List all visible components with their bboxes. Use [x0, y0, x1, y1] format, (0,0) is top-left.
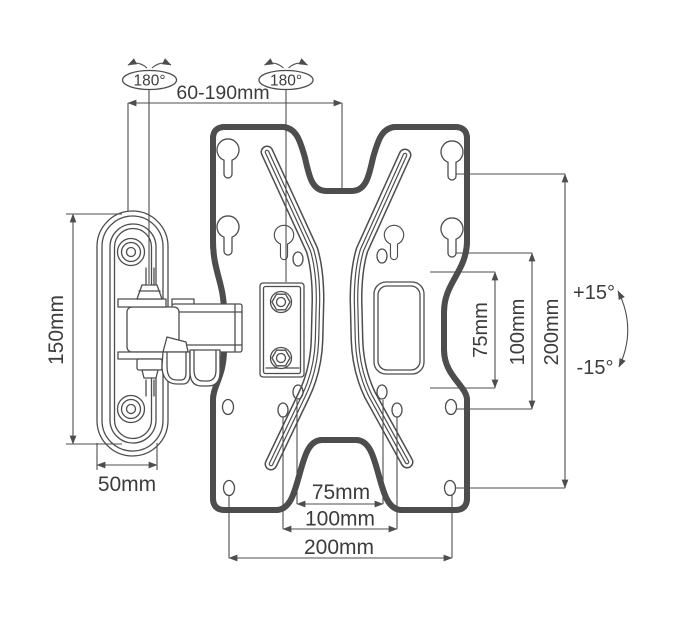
dimension-layer: 180° 180° 60-190mm 150mm [45, 58, 629, 562]
swivel-left-label: 180° [133, 73, 165, 90]
tilt-arc-arrow [617, 290, 629, 368]
vesa-horizontal-200-label: 200mm [304, 536, 374, 559]
rotate-arrow-icon [151, 58, 172, 69]
dimension-vesa-horizontal-100: 100mm [282, 417, 398, 533]
dimension-vesa-horizontal-200: 200mm [228, 495, 453, 562]
dimension-vesa-vertical-200: 200mm [455, 173, 569, 489]
mounting-holes [221, 248, 458, 497]
dimension-wall-plate-width: 50mm [96, 443, 158, 496]
wall-plate-width-label: 50mm [98, 473, 156, 496]
rotate-arrow-icon [288, 58, 308, 69]
stiffening-rib-left [260, 145, 325, 471]
center-cutout [373, 281, 425, 375]
hinge-pin-shaft [145, 267, 155, 397]
hinge-arm [117, 284, 243, 387]
locking-hook [161, 336, 221, 387]
rotate-arrow-icon [264, 58, 284, 69]
wall-screw-boss-bottom [116, 394, 146, 424]
vesa-vertical-200-label: 200mm [541, 299, 563, 366]
bolt-bracket [259, 282, 305, 378]
vesa-vertical-100-label: 100mm [507, 299, 529, 366]
tilt-up-label: +15° [573, 282, 615, 304]
hex-nut-bottom [269, 346, 293, 370]
stiffening-rib-right [349, 148, 414, 469]
hinge-flange-top [117, 298, 167, 308]
dimension-wall-plate-height: 150mm [45, 213, 122, 445]
swivel-right-label: 180° [270, 73, 302, 90]
rotate-arrow-icon [127, 58, 148, 69]
vesa-vertical-75-label: 75mm [470, 302, 492, 358]
dimension-vesa-horizontal-75: 75mm [296, 400, 384, 508]
tilt-down-label: -15° [577, 357, 614, 379]
hinge-pin-cap [136, 284, 163, 300]
vesa-horizontal-100-label: 100mm [305, 508, 375, 531]
hex-nut-top [269, 290, 293, 314]
vesa-horizontal-75-label: 75mm [312, 481, 370, 504]
vesa-plate [210, 124, 470, 513]
hinge-nut-lower [141, 369, 159, 379]
dimension-vesa-vertical-75: 75mm [430, 271, 499, 389]
dimension-arm-extension: 60-190mm [127, 82, 343, 211]
clip-bracket [189, 349, 221, 387]
tilt-indicator: +15° -15° [573, 282, 629, 379]
wall-screw-boss-top [116, 237, 146, 267]
arm-extension-label: 60-190mm [176, 82, 269, 104]
swivel-indicator-right: 180° [258, 58, 314, 282]
wall-plate-height-label: 150mm [45, 295, 68, 365]
swivel-indicator-left: 180° [121, 58, 178, 284]
dimension-vesa-vertical-100: 100mm [456, 252, 536, 410]
hinge-pin-lower [136, 358, 163, 371]
hinge-flange-bottom [117, 351, 167, 360]
